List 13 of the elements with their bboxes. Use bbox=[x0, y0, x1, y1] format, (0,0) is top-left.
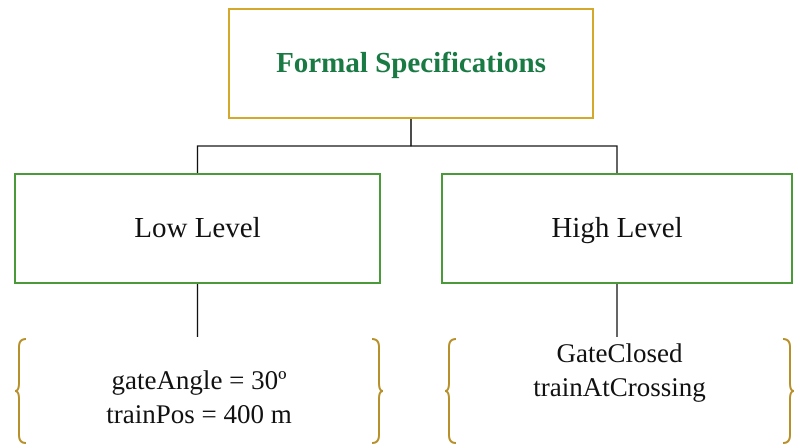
connector-line bbox=[616, 284, 618, 337]
box-title: Formal Specifications bbox=[276, 47, 546, 80]
expression-text: trainAtCrossing bbox=[533, 370, 706, 404]
box-label: High Level bbox=[551, 212, 683, 245]
expression-text: trainPos = 400 m bbox=[106, 398, 292, 431]
box-label: Low Level bbox=[134, 212, 261, 245]
connector-line bbox=[410, 119, 618, 173]
connector-line bbox=[196, 284, 198, 337]
expression-text: gateAngle = 30º bbox=[111, 364, 287, 398]
level-box bbox=[441, 173, 793, 284]
title-box bbox=[228, 8, 594, 119]
expression-text: GateClosed bbox=[556, 337, 682, 370]
level-box bbox=[14, 173, 381, 284]
